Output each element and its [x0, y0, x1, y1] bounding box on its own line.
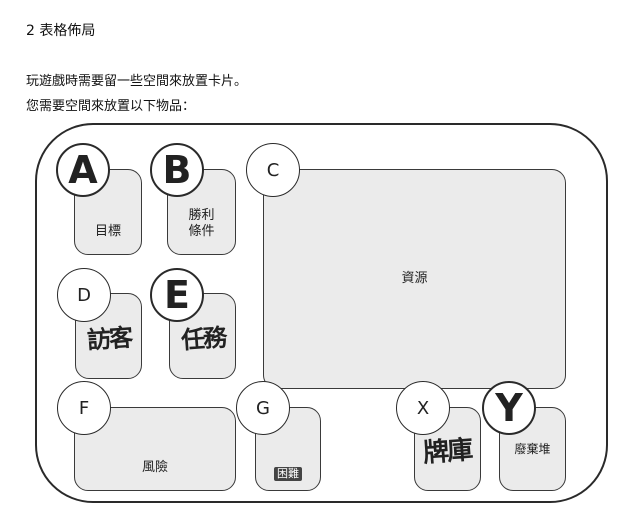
zone-letter-x: X [396, 381, 450, 435]
zone-visitors-handwritten-label: 訪客 [85, 321, 132, 354]
zone-letter-y: Y [482, 381, 536, 435]
zone-resources-label: 資源 [401, 270, 428, 286]
zone-letter-c: C [246, 143, 300, 197]
intro-line-1: 玩遊戲時需要留一些空間來放置卡片。 [26, 74, 248, 89]
zone-letter-g: G [236, 381, 290, 435]
zone-tasks-handwritten-label: 任務 [179, 321, 226, 354]
zone-difficulty-label-wrap: 困難 [274, 466, 302, 490]
zone-letter-e: E [150, 268, 204, 322]
zone-letter-f: F [57, 381, 111, 435]
zone-difficulty-label: 困難 [274, 466, 302, 481]
zone-tasks: 任務 [169, 293, 236, 379]
intro-line-2: 您需要空間來放置以下物品： [26, 99, 196, 114]
zone-win-label-line-2: 條件 [188, 223, 215, 239]
zone-letter-d: D [57, 268, 111, 322]
zone-resources: 資源 [263, 169, 566, 389]
zone-letter-b: B [150, 143, 204, 197]
zone-win-condition-label: 勝利 條件 [188, 208, 214, 255]
zone-risk-label: 風險 [141, 459, 168, 475]
section-heading: 2 表格佈局 [26, 23, 96, 39]
zone-discard-label: 廢棄堆 [514, 441, 551, 456]
zone-win-label-line-1: 勝利 [188, 207, 215, 223]
zone-goal-label: 目標 [94, 223, 121, 239]
zone-deck-handwritten-label: 牌庫 [422, 434, 473, 469]
zone-letter-a: A [56, 143, 110, 197]
